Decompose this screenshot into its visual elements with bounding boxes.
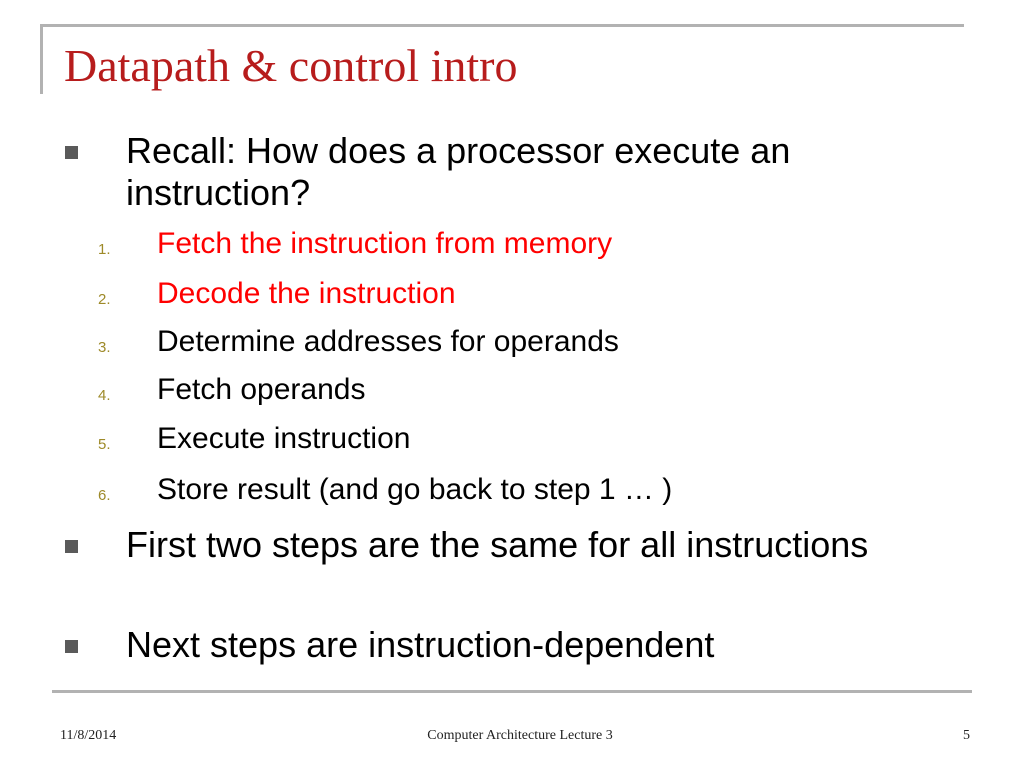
bullet-text: Recall: How does a processor execute an … <box>126 130 791 213</box>
item-number: 5. <box>98 436 111 453</box>
item-text: Store result (and go back to step 1 … ) <box>157 473 673 506</box>
item-number: 1. <box>98 241 111 258</box>
square-bullet-icon <box>65 540 78 553</box>
item-text: Execute instruction <box>157 422 411 455</box>
item-number: 4. <box>98 387 111 404</box>
frame-left-line <box>40 24 43 94</box>
item-number: 6. <box>98 487 111 504</box>
bullet-text: Next steps are instruction-dependent <box>126 624 715 665</box>
footer-title: Computer Architecture Lecture 3 <box>427 728 613 743</box>
item-text: Determine addresses for operands <box>157 325 619 358</box>
page-number: 5 <box>963 728 970 743</box>
square-bullet-icon <box>65 146 78 159</box>
square-bullet-icon <box>65 640 78 653</box>
item-text: Fetch operands <box>157 373 366 406</box>
slide-content: Recall: How does a processor execute an … <box>65 130 869 665</box>
bullet-text: First two steps are the same for all ins… <box>126 524 869 565</box>
slide-title: Datapath & control intro <box>64 40 518 91</box>
item-number: 2. <box>98 291 111 308</box>
item-text: Decode the instruction <box>157 277 456 310</box>
footer-divider <box>52 690 972 693</box>
footer-date: 11/8/2014 <box>60 728 117 743</box>
item-number: 3. <box>98 339 111 356</box>
item-text: Fetch the instruction from memory <box>157 227 613 260</box>
frame-top-line <box>40 24 964 27</box>
